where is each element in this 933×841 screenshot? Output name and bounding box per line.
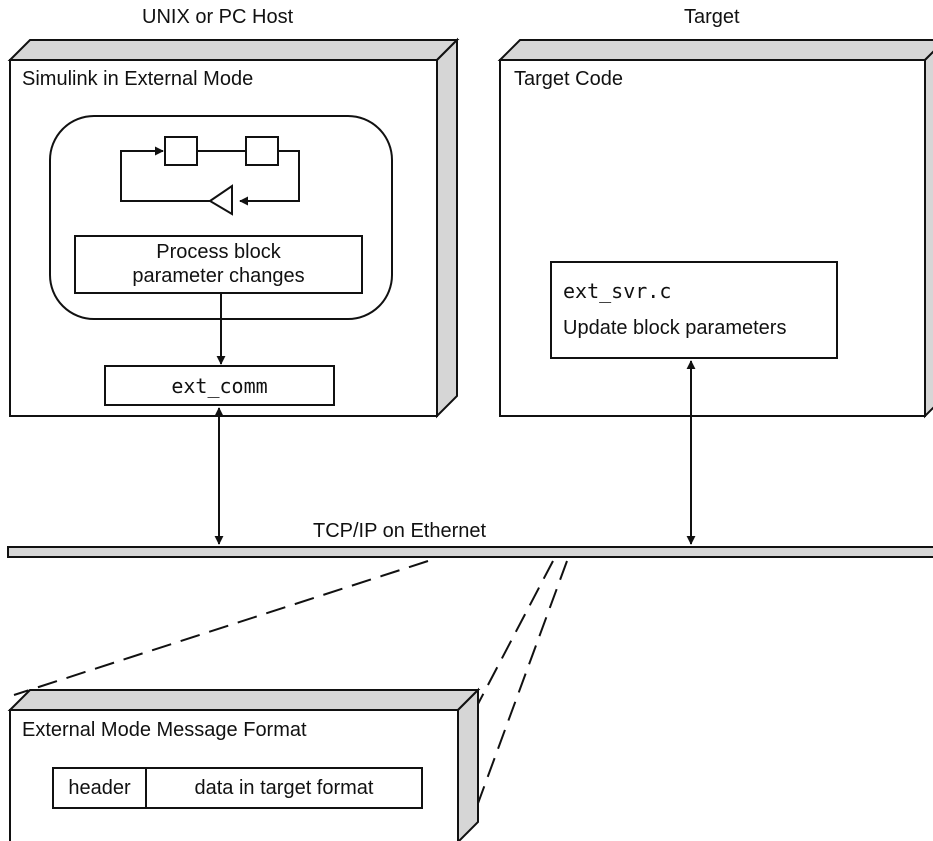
header-cell-label: header [68, 777, 131, 799]
message-panel-side-face [457, 687, 479, 841]
target-panel-front-face [499, 59, 926, 417]
ethernet-bus [7, 546, 933, 558]
data-cell [145, 767, 423, 809]
target-panel-top-face [497, 39, 933, 61]
process-box-line2: parameter changes [132, 265, 305, 287]
message-panel-title: External Mode Message Format [22, 719, 307, 741]
block-1 [164, 136, 198, 166]
target-panel-side-face [924, 50, 933, 419]
host-heading: UNIX or PC Host [142, 6, 294, 28]
feedback-in-path [120, 146, 210, 202]
data-cell-label: data in target format [194, 777, 374, 799]
gain-triangle [208, 184, 233, 216]
zoom-lines [13, 560, 568, 837]
process-param-box [74, 235, 363, 294]
ext-svr-box [550, 261, 838, 359]
host-panel-top-face [7, 39, 460, 61]
target-panel-title: Target Code [514, 68, 623, 90]
message-format-table [52, 767, 423, 809]
host-panel-side-face [436, 37, 458, 419]
ext-svr-filename: ext_svr.c [563, 279, 672, 303]
header-cell [52, 767, 147, 809]
block-diagram-loop [120, 136, 300, 216]
host-panel-title: Simulink in External Mode [22, 68, 254, 90]
zoom-line-left [13, 560, 429, 696]
target-heading: Target [684, 6, 740, 28]
ext-svr-action: Update block parameters [563, 317, 787, 339]
zoom-line-mid [456, 560, 554, 745]
message-panel-top-face [7, 689, 481, 711]
target-panel [497, 39, 933, 419]
message-format-panel [7, 687, 481, 841]
zoom-line-right [465, 560, 568, 837]
ext-comm-box [104, 365, 335, 406]
ext-comm-label: ext_comm [171, 374, 268, 398]
process-box-line1: Process block [156, 241, 281, 263]
feedback-out-path [239, 150, 300, 206]
block-2 [245, 136, 279, 166]
network-label: TCP/IP on Ethernet [313, 520, 487, 542]
